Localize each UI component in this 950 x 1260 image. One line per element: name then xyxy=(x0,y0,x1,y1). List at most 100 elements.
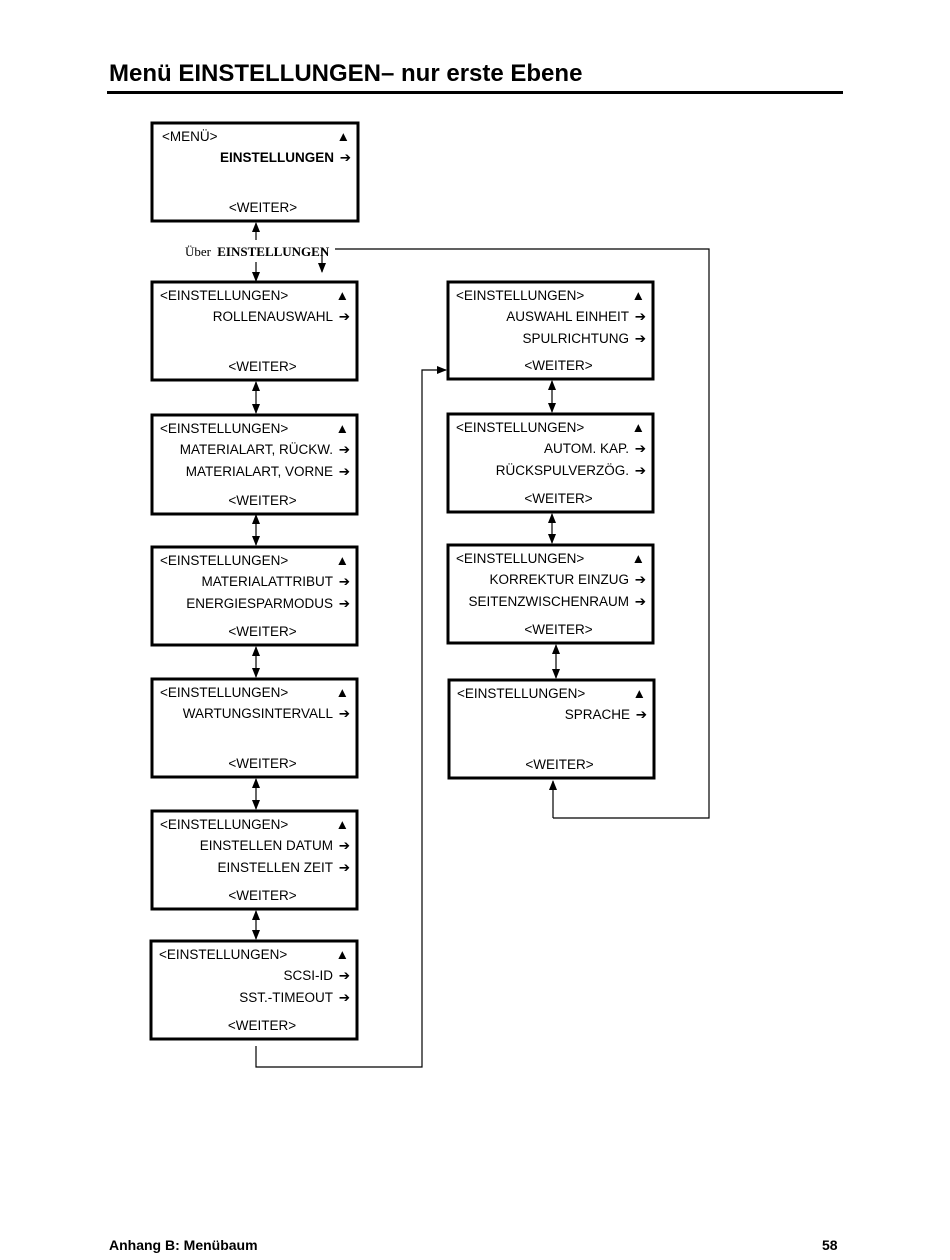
right-arrow-icon: ➔ xyxy=(635,463,647,478)
menu-boxes: <MENÜ>▲EINSTELLUNGEN➔<WEITER><EINSTELLUN… xyxy=(149,121,656,1041)
box-menu-item: ROLLENAUSWAHL xyxy=(213,309,334,324)
title-underline xyxy=(107,91,843,94)
right-arrow-icon: ➔ xyxy=(635,441,647,456)
box-footer: <WEITER> xyxy=(228,1018,296,1033)
menu-box-frame xyxy=(150,809,359,911)
up-arrow-icon: ▲ xyxy=(336,947,349,962)
up-arrow-icon: ▲ xyxy=(336,288,349,303)
box-menu-item: AUSWAHL EINHEIT xyxy=(506,309,629,324)
page-title: Menü EINSTELLUNGEN– nur erste Ebene xyxy=(109,60,583,87)
box-footer: <WEITER> xyxy=(524,358,592,373)
connector-label-prefix: Über xyxy=(185,244,212,259)
menu-box-frame xyxy=(446,543,655,645)
box-header: <EINSTELLUNGEN> xyxy=(456,420,584,435)
box-menu-item: SPULRICHTUNG xyxy=(522,331,629,346)
right-arrow-icon: ➔ xyxy=(339,574,351,589)
menu-box-frame xyxy=(150,677,359,779)
box-header: <EINSTELLUNGEN> xyxy=(456,288,584,303)
return-connector-line xyxy=(335,248,710,819)
right-arrow-icon: ➔ xyxy=(339,309,351,324)
box-menu-item: SPRACHE xyxy=(565,707,630,722)
up-arrow-icon: ▲ xyxy=(632,288,645,303)
box-footer: <WEITER> xyxy=(228,624,296,639)
up-arrow-icon: ▲ xyxy=(336,421,349,436)
connector-label: Über EINSTELLUNGEN xyxy=(185,244,330,259)
right-arrow-icon: ➔ xyxy=(339,860,351,875)
menu-box-frame xyxy=(150,413,359,516)
box-menu-item: MATERIALART, RÜCKW. xyxy=(180,442,333,457)
right-arrow-icon: ➔ xyxy=(339,442,351,457)
page-number: 58 xyxy=(822,1237,838,1253)
right-arrow-icon: ➔ xyxy=(339,990,351,1005)
right-arrow-icon: ➔ xyxy=(340,150,352,165)
right-arrow-icon: ➔ xyxy=(339,838,351,853)
box-footer: <WEITER> xyxy=(228,888,296,903)
right-arrow-icon: ➔ xyxy=(635,331,647,346)
menu-box-frame xyxy=(446,280,655,381)
box-menu-item: RÜCKSPULVERZÖG. xyxy=(496,463,629,478)
box-footer: <WEITER> xyxy=(228,359,296,374)
right-arrow-icon: ➔ xyxy=(339,596,351,611)
box-footer: <WEITER> xyxy=(524,622,592,637)
box-menu-item: EINSTELLEN ZEIT xyxy=(217,860,333,875)
box-footer: <WEITER> xyxy=(228,493,296,508)
box-footer: <WEITER> xyxy=(524,491,592,506)
up-arrow-icon: ▲ xyxy=(337,129,350,144)
right-arrow-icon: ➔ xyxy=(635,594,647,609)
box-menu-item: AUTOM. KAP. xyxy=(544,441,629,456)
right-arrow-icon: ➔ xyxy=(635,309,647,324)
box-menu-item: EINSTELLUNGEN xyxy=(220,150,334,165)
box-header: <EINSTELLUNGEN> xyxy=(160,817,288,832)
menu-box-l6: <EINSTELLUNGEN>▲SCSI-ID➔SST.-TIMEOUT➔<WE… xyxy=(149,939,359,1041)
menu-box-r4: <EINSTELLUNGEN> ▲SPRACHE ➔ <WEITER> xyxy=(447,678,656,780)
box-menu-item: MATERIALATTRIBUT xyxy=(201,574,333,589)
right-arrow-icon: ➔ xyxy=(635,572,647,587)
up-arrow-icon: ▲ xyxy=(336,685,349,700)
menu-box-frame xyxy=(150,280,359,382)
menu-box-frame xyxy=(447,678,656,780)
box-menu-item: SCSI-ID xyxy=(283,968,333,983)
menu-box-r1: <EINSTELLUNGEN> ▲AUSWAHL EINHEIT ➔ SPULRICH… xyxy=(446,280,655,381)
right-arrow-icon: ➔ xyxy=(636,707,648,722)
column-link-connector xyxy=(255,366,447,1068)
connector-label-keyword: EINSTELLUNGEN xyxy=(217,244,330,259)
box-header: <EINSTELLUNGEN> xyxy=(457,686,585,701)
up-arrow-icon: ▲ xyxy=(633,686,646,701)
up-arrow-icon: ▲ xyxy=(336,817,349,832)
box-header: <EINSTELLUNGEN> xyxy=(159,947,287,962)
footer-section: Anhang B: Menübaum xyxy=(109,1237,258,1253)
box-menu-item: MATERIALART, VORNE xyxy=(186,464,333,479)
menu-box-frame xyxy=(149,939,359,1041)
box-footer: <WEITER> xyxy=(525,757,593,772)
box-header: <EINSTELLUNGEN> xyxy=(456,551,584,566)
box-footer: <WEITER> xyxy=(229,200,297,215)
right-arrow-icon: ➔ xyxy=(339,706,351,721)
menu-box-l4: <EINSTELLUNGEN> ▲WARTUNGSINTERVALL ➔ <WEITE… xyxy=(150,677,359,779)
box-menu-item: ENERGIESPARMODUS xyxy=(186,596,333,611)
menu-box-l2: <EINSTELLUNGEN> ▲MATERIALART, RÜCKW. ➔ MATE… xyxy=(150,413,359,516)
menu-box-l5: <EINSTELLUNGEN> ▲EINSTELLEN DATUM ➔ EINSTEL… xyxy=(150,809,359,911)
box-header: <EINSTELLUNGEN> xyxy=(160,685,288,700)
menu-box-l3: <EINSTELLUNGEN> ▲MATERIALATTRIBUT ➔ ENERGIE… xyxy=(150,545,359,647)
menu-box-menu: <MENÜ>▲EINSTELLUNGEN➔<WEITER> xyxy=(150,121,360,223)
box-header: <EINSTELLUNGEN> xyxy=(160,288,288,303)
menu-box-frame xyxy=(150,545,359,647)
menu-box-l1: <EINSTELLUNGEN> ▲ROLLENAUSWAHL ➔ <WEITER> xyxy=(150,280,359,382)
box-header: <EINSTELLUNGEN> xyxy=(160,553,288,568)
menu-box-frame xyxy=(446,412,655,514)
box-menu-item: KORREKTUR EINZUG xyxy=(489,572,629,587)
up-arrow-icon: ▲ xyxy=(632,551,645,566)
menu-box-r2: <EINSTELLUNGEN> ▲AUTOM. KAP. ➔ RÜCKSPULVERZ… xyxy=(446,412,655,514)
box-header: <EINSTELLUNGEN> xyxy=(160,421,288,436)
up-arrow-icon: ▲ xyxy=(632,420,645,435)
menu-box-frame xyxy=(150,121,360,223)
box-menu-item: WARTUNGSINTERVALL xyxy=(183,706,334,721)
menu-box-r3: <EINSTELLUNGEN> ▲KORREKTUR EINZUG ➔ SEITENZ… xyxy=(446,543,655,645)
box-menu-item: SEITENZWISCHENRAUM xyxy=(468,594,629,609)
box-footer: <WEITER> xyxy=(228,756,296,771)
up-arrow-icon: ▲ xyxy=(336,553,349,568)
connector-lines xyxy=(252,222,710,1068)
box-menu-item: EINSTELLEN DATUM xyxy=(200,838,333,853)
right-arrow-icon: ➔ xyxy=(339,464,351,479)
